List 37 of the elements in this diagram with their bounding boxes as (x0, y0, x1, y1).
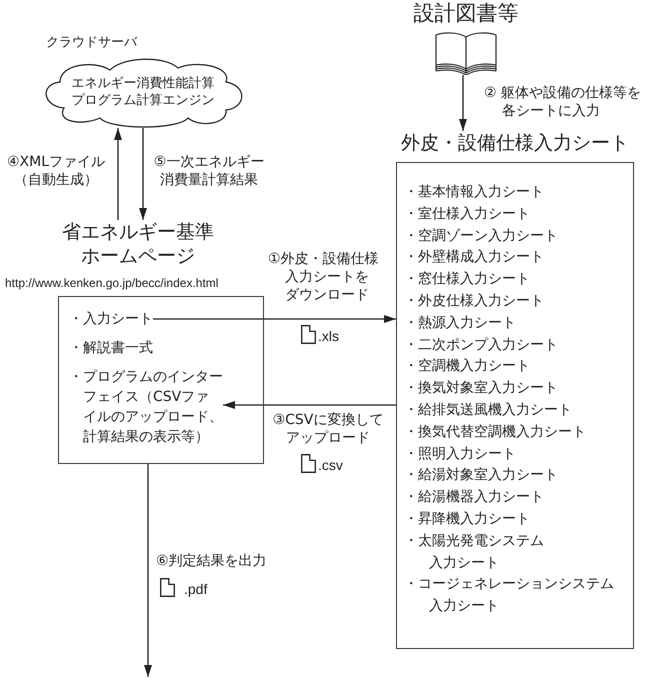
node-caption: クラウドサーバ (46, 34, 137, 52)
list-item: ・太陽光発電システム入力シート (404, 532, 545, 573)
list-item: ・熱源入力シート (404, 314, 516, 333)
list-item: ・室仕様入力シート (404, 204, 530, 224)
list-item: ・基本情報入力シート (404, 183, 544, 202)
list-item: ・昇降機入力シート (404, 510, 530, 529)
list-item: ・外壁構成入力シート (404, 248, 544, 268)
list-item: ・給湯機器入力シート (404, 488, 544, 508)
list-item: ・解説書一式 (69, 338, 153, 358)
arrow (459, 75, 467, 131)
arrow (139, 128, 147, 220)
list-item: ・照明入力シート (404, 444, 516, 464)
list-item: ・給排気送風機入力シート (404, 400, 572, 420)
node-heading: 外皮・設備仕様入力シート (401, 131, 629, 155)
arrow (144, 464, 152, 677)
arrow (114, 128, 122, 220)
node-heading: 設計図書等 (414, 0, 518, 26)
url-text: http://www.kenken.go.jp/becc/index.html (5, 276, 218, 291)
list-item: ・空調ゾーン入力シート (404, 226, 558, 246)
list-item: ・換気代替空調機入力シート (404, 422, 586, 442)
file-extension-label: .pdf (184, 581, 208, 597)
file-extension-label: .xls (318, 328, 339, 344)
node-heading: 省エネルギー基準ホームページ (60, 220, 215, 268)
list-item: ・空調機入力シート (404, 357, 530, 376)
arrow (223, 401, 396, 409)
list-item: ・給湯対象室入力シート (404, 466, 558, 486)
arrow (153, 315, 396, 323)
list-item: ・二次ポンプ入力シート (404, 336, 558, 355)
file-extension-label: .csv (318, 457, 343, 473)
list-item: ・窓仕様入力シート (404, 270, 530, 290)
edge-label: ⑥判定結果を出力 (156, 552, 267, 570)
list-item: ・入力シート (69, 309, 153, 329)
list-item: ・プログラムのインターフェイス（CSVファイルのアップロード、計算結果の表示等） (69, 367, 223, 447)
node-text: エネルギー消費性能計算プログラム計算エンジン (70, 75, 216, 109)
list-item: ・換気対象室入力シート (404, 379, 558, 398)
list-item: ・外皮仕様入力シート (404, 292, 544, 311)
list-item: ・コージェネレーションシステム入力シート (404, 575, 615, 616)
